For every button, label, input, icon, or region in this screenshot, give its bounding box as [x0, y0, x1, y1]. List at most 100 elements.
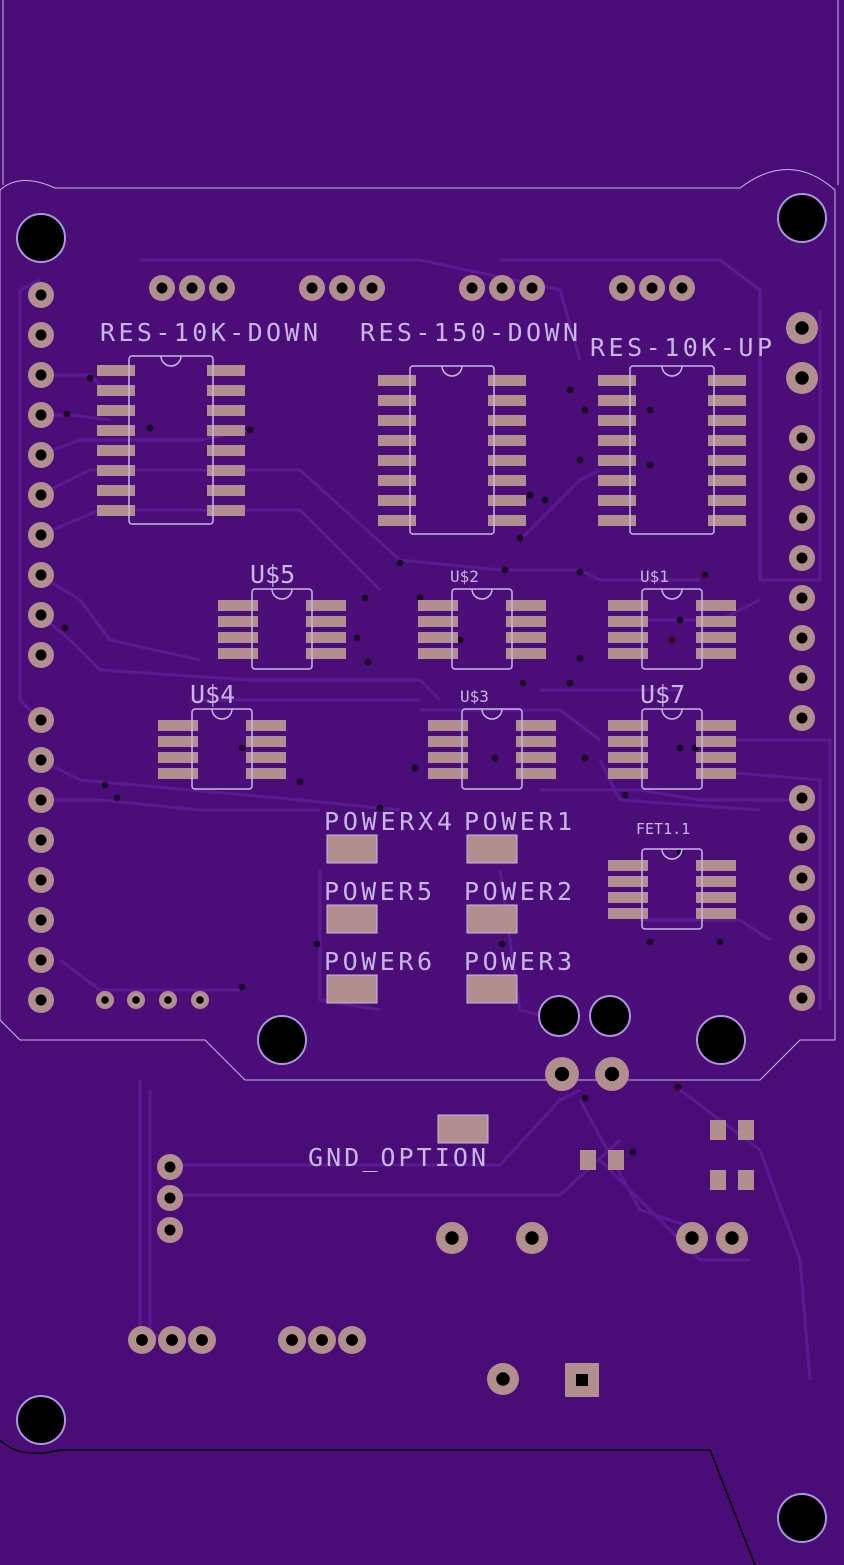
via	[646, 461, 654, 469]
via	[576, 654, 584, 662]
u2-chip-notch	[471, 588, 493, 600]
via	[516, 534, 524, 542]
smd-pads	[326, 834, 754, 1397]
u1-chip-notch	[661, 588, 683, 600]
u3-chip-pad-right	[516, 752, 556, 763]
u1-chip-pad-left	[608, 648, 648, 659]
via	[313, 940, 321, 948]
res-10k-down-chip-pad-left	[97, 465, 135, 476]
res-10k-up-chip-pad-left	[598, 415, 636, 426]
header-right-pin-drill	[796, 712, 808, 724]
res-150-down-chip-pad-right	[488, 515, 526, 526]
bottom-header-pin-drill	[286, 1334, 298, 1346]
res-150-down-chip-pad-right	[488, 415, 526, 426]
via	[566, 679, 574, 687]
res-10k-up-chip-pad-right	[708, 435, 746, 446]
u5-chip-pad-right	[306, 600, 346, 611]
top-header-pin-drill	[676, 282, 688, 294]
header-left-pin-drill	[35, 369, 47, 381]
header-left-pin-drill	[35, 329, 47, 341]
u2-chip-pad-right	[506, 632, 546, 643]
header-right-pin-drill	[796, 992, 808, 1004]
u5-chip-pad-left	[218, 600, 258, 611]
top-header-pin-drill	[466, 282, 478, 294]
via	[86, 374, 94, 382]
label-u1: U$1	[640, 567, 669, 586]
via	[668, 636, 676, 644]
smd-small-1	[710, 1120, 726, 1140]
top-header-pin-drill	[616, 282, 628, 294]
pad-power6	[326, 974, 378, 1004]
header-right-pin-drill	[796, 432, 808, 444]
header-left-pin-drill	[35, 794, 47, 806]
u7-chip-pad-left	[608, 768, 648, 779]
small-pin-drill	[164, 996, 172, 1004]
header-right-pin-drill	[796, 792, 808, 804]
small-pin-drill	[132, 996, 140, 1004]
u4-chip-pad-left	[158, 768, 198, 779]
pad-powerx4	[326, 834, 378, 864]
res-150-down-chip-pad-right	[488, 435, 526, 446]
via	[416, 594, 424, 602]
u3-chip-pad-right	[516, 768, 556, 779]
via	[411, 764, 419, 772]
res-10k-up-chip-pad-left	[598, 375, 636, 386]
via	[361, 594, 369, 602]
bottom-header-pin-drill	[166, 1334, 178, 1346]
pad-power1	[466, 834, 518, 864]
header-left-pin-drill	[35, 489, 47, 501]
u7-chip-notch	[661, 708, 683, 720]
jack-hole-2	[589, 995, 631, 1037]
res-150-down-chip-pad-left	[378, 435, 416, 446]
res-10k-up-chip-pad-left	[598, 395, 636, 406]
header-left-pin-drill	[35, 609, 47, 621]
header-right-pin-drill	[796, 872, 808, 884]
u5-chip-pad-right	[306, 648, 346, 659]
jack-hole-1	[538, 995, 580, 1037]
u3-chip-notch	[481, 708, 503, 720]
res-10k-down-chip-pad-right	[207, 485, 245, 496]
res-10k-up-chip-pad-right	[708, 395, 746, 406]
top-header-pin-drill	[186, 282, 198, 294]
via	[238, 983, 246, 991]
via	[674, 1083, 682, 1091]
header-right-pin-drill	[796, 632, 808, 644]
via	[296, 778, 304, 786]
u5-chip-pad-right	[306, 616, 346, 627]
fet1-1-chip-body	[641, 848, 703, 930]
header-right-pin-drill	[796, 912, 808, 924]
u4-chip-notch	[211, 708, 233, 720]
top-header-pin-drill	[646, 282, 658, 294]
via	[576, 568, 584, 576]
via	[63, 410, 71, 418]
res-10k-up-chip-pad-right	[708, 495, 746, 506]
via	[456, 636, 464, 644]
via	[498, 940, 506, 948]
fet1-1-chip-notch	[661, 848, 683, 860]
power-pin-drill	[795, 371, 809, 385]
u1-chip-pad-right	[696, 600, 736, 611]
header-left-pin-drill	[35, 289, 47, 301]
u5-chip-pad-left	[218, 648, 258, 659]
square-pad-hole	[576, 1374, 588, 1386]
via	[146, 424, 154, 432]
res-150-down-chip-pad-left	[378, 375, 416, 386]
u1-chip-body	[641, 588, 703, 670]
bottom-header-pin-drill	[346, 1334, 358, 1346]
label-fet1-1: FET1.1	[636, 820, 690, 838]
via	[581, 406, 589, 414]
res-150-down-chip-pad-right	[488, 395, 526, 406]
res-10k-up-chip-pad-right	[708, 415, 746, 426]
res-10k-down-chip-pad-right	[207, 365, 245, 376]
res-150-down-chip-pad-left	[378, 415, 416, 426]
header-right-pin-drill	[796, 472, 808, 484]
res-150-down-chip-pad-right	[488, 375, 526, 386]
mount-hole-br	[777, 1493, 827, 1543]
u4-chip-body	[191, 708, 253, 790]
terminal-pin-drill	[725, 1231, 739, 1245]
jack-pin-drill	[604, 1066, 620, 1082]
u4-chip-pad-left	[158, 720, 198, 731]
res-150-down-chip-pad-left	[378, 515, 416, 526]
u7-chip-pad-right	[696, 768, 736, 779]
header-left-pin-drill	[35, 914, 47, 926]
